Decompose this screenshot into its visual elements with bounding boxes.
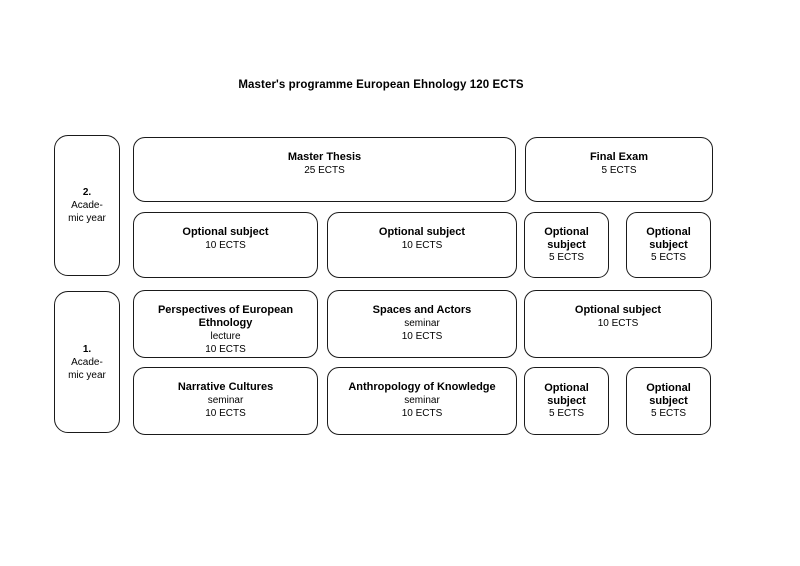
course-ects: 10 ECTS [401, 407, 443, 419]
course-title: Perspectives of European Ethnology [157, 304, 294, 329]
box-optional-subject-y2-small-1: Optional subject 5 ECTS [524, 212, 609, 278]
course-title: Anthropology of Knowledge [348, 381, 496, 393]
box-master-thesis: Master Thesis 25 ECTS [133, 137, 516, 202]
box-optional-subject-y1-small-1: Optional subject 5 ECTS [524, 367, 609, 435]
box-optional-subject-y2-left: Optional subject 10 ECTS [133, 212, 318, 278]
box-perspectives-european-ethnology: Perspectives of European Ethnology lectu… [133, 290, 318, 358]
course-title: Final Exam [589, 151, 649, 163]
course-ects: 5 ECTS [548, 408, 584, 420]
course-subtitle: seminar [207, 394, 244, 406]
box-spaces-and-actors: Spaces and Actors seminar 10 ECTS [327, 290, 517, 358]
box-optional-subject-y1-right: Optional subject 10 ECTS [524, 290, 712, 358]
course-title: Optional subject [574, 304, 662, 316]
course-subtitle: seminar [404, 394, 440, 406]
box-optional-subject-y1-small-2: Optional subject 5 ECTS [626, 367, 711, 435]
course-title: Optional subject [646, 381, 691, 407]
year-text: Acade- mic year [68, 356, 106, 381]
box-optional-subject-y2-small-2: Optional subject 5 ECTS [626, 212, 711, 278]
course-ects: 10 ECTS [205, 343, 246, 355]
course-title: Optional subject [544, 225, 589, 251]
course-title: Optional subject [378, 226, 466, 238]
box-anthropology-of-knowledge: Anthropology of Knowledge seminar 10 ECT… [327, 367, 517, 435]
box-optional-subject-y2-mid: Optional subject 10 ECTS [327, 212, 517, 278]
box-narrative-cultures: Narrative Cultures seminar 10 ECTS [133, 367, 318, 435]
course-ects: 25 ECTS [304, 164, 345, 176]
course-ects: 10 ECTS [205, 239, 246, 251]
course-ects: 5 ECTS [650, 408, 686, 420]
course-title: Optional subject [182, 226, 269, 238]
course-ects: 5 ECTS [601, 164, 637, 176]
course-ects: 10 ECTS [401, 239, 443, 251]
course-ects: 5 ECTS [548, 252, 584, 264]
year-label-2: 2. Acade- mic year [54, 135, 120, 276]
year-number: 1. [82, 343, 92, 355]
course-ects: 10 ECTS [401, 330, 443, 342]
year-text: Acade- mic year [68, 200, 106, 224]
course-title: Spaces and Actors [372, 304, 472, 316]
page-title: Master's programme European Ehnology 120… [238, 79, 524, 91]
course-subtitle: lecture [210, 330, 241, 342]
course-subtitle: seminar [404, 317, 440, 329]
course-ects: 10 ECTS [597, 317, 639, 329]
course-title: Master Thesis [287, 151, 362, 163]
course-ects: 10 ECTS [205, 407, 246, 419]
course-title: Narrative Cultures [177, 381, 274, 393]
course-ects: 5 ECTS [650, 252, 686, 264]
course-title: Optional subject [544, 381, 589, 407]
year-label-1: 1. Acade- mic year [54, 291, 120, 433]
year-number: 2. [82, 187, 92, 198]
course-title: Optional subject [646, 225, 691, 251]
box-final-exam: Final Exam 5 ECTS [525, 137, 713, 202]
